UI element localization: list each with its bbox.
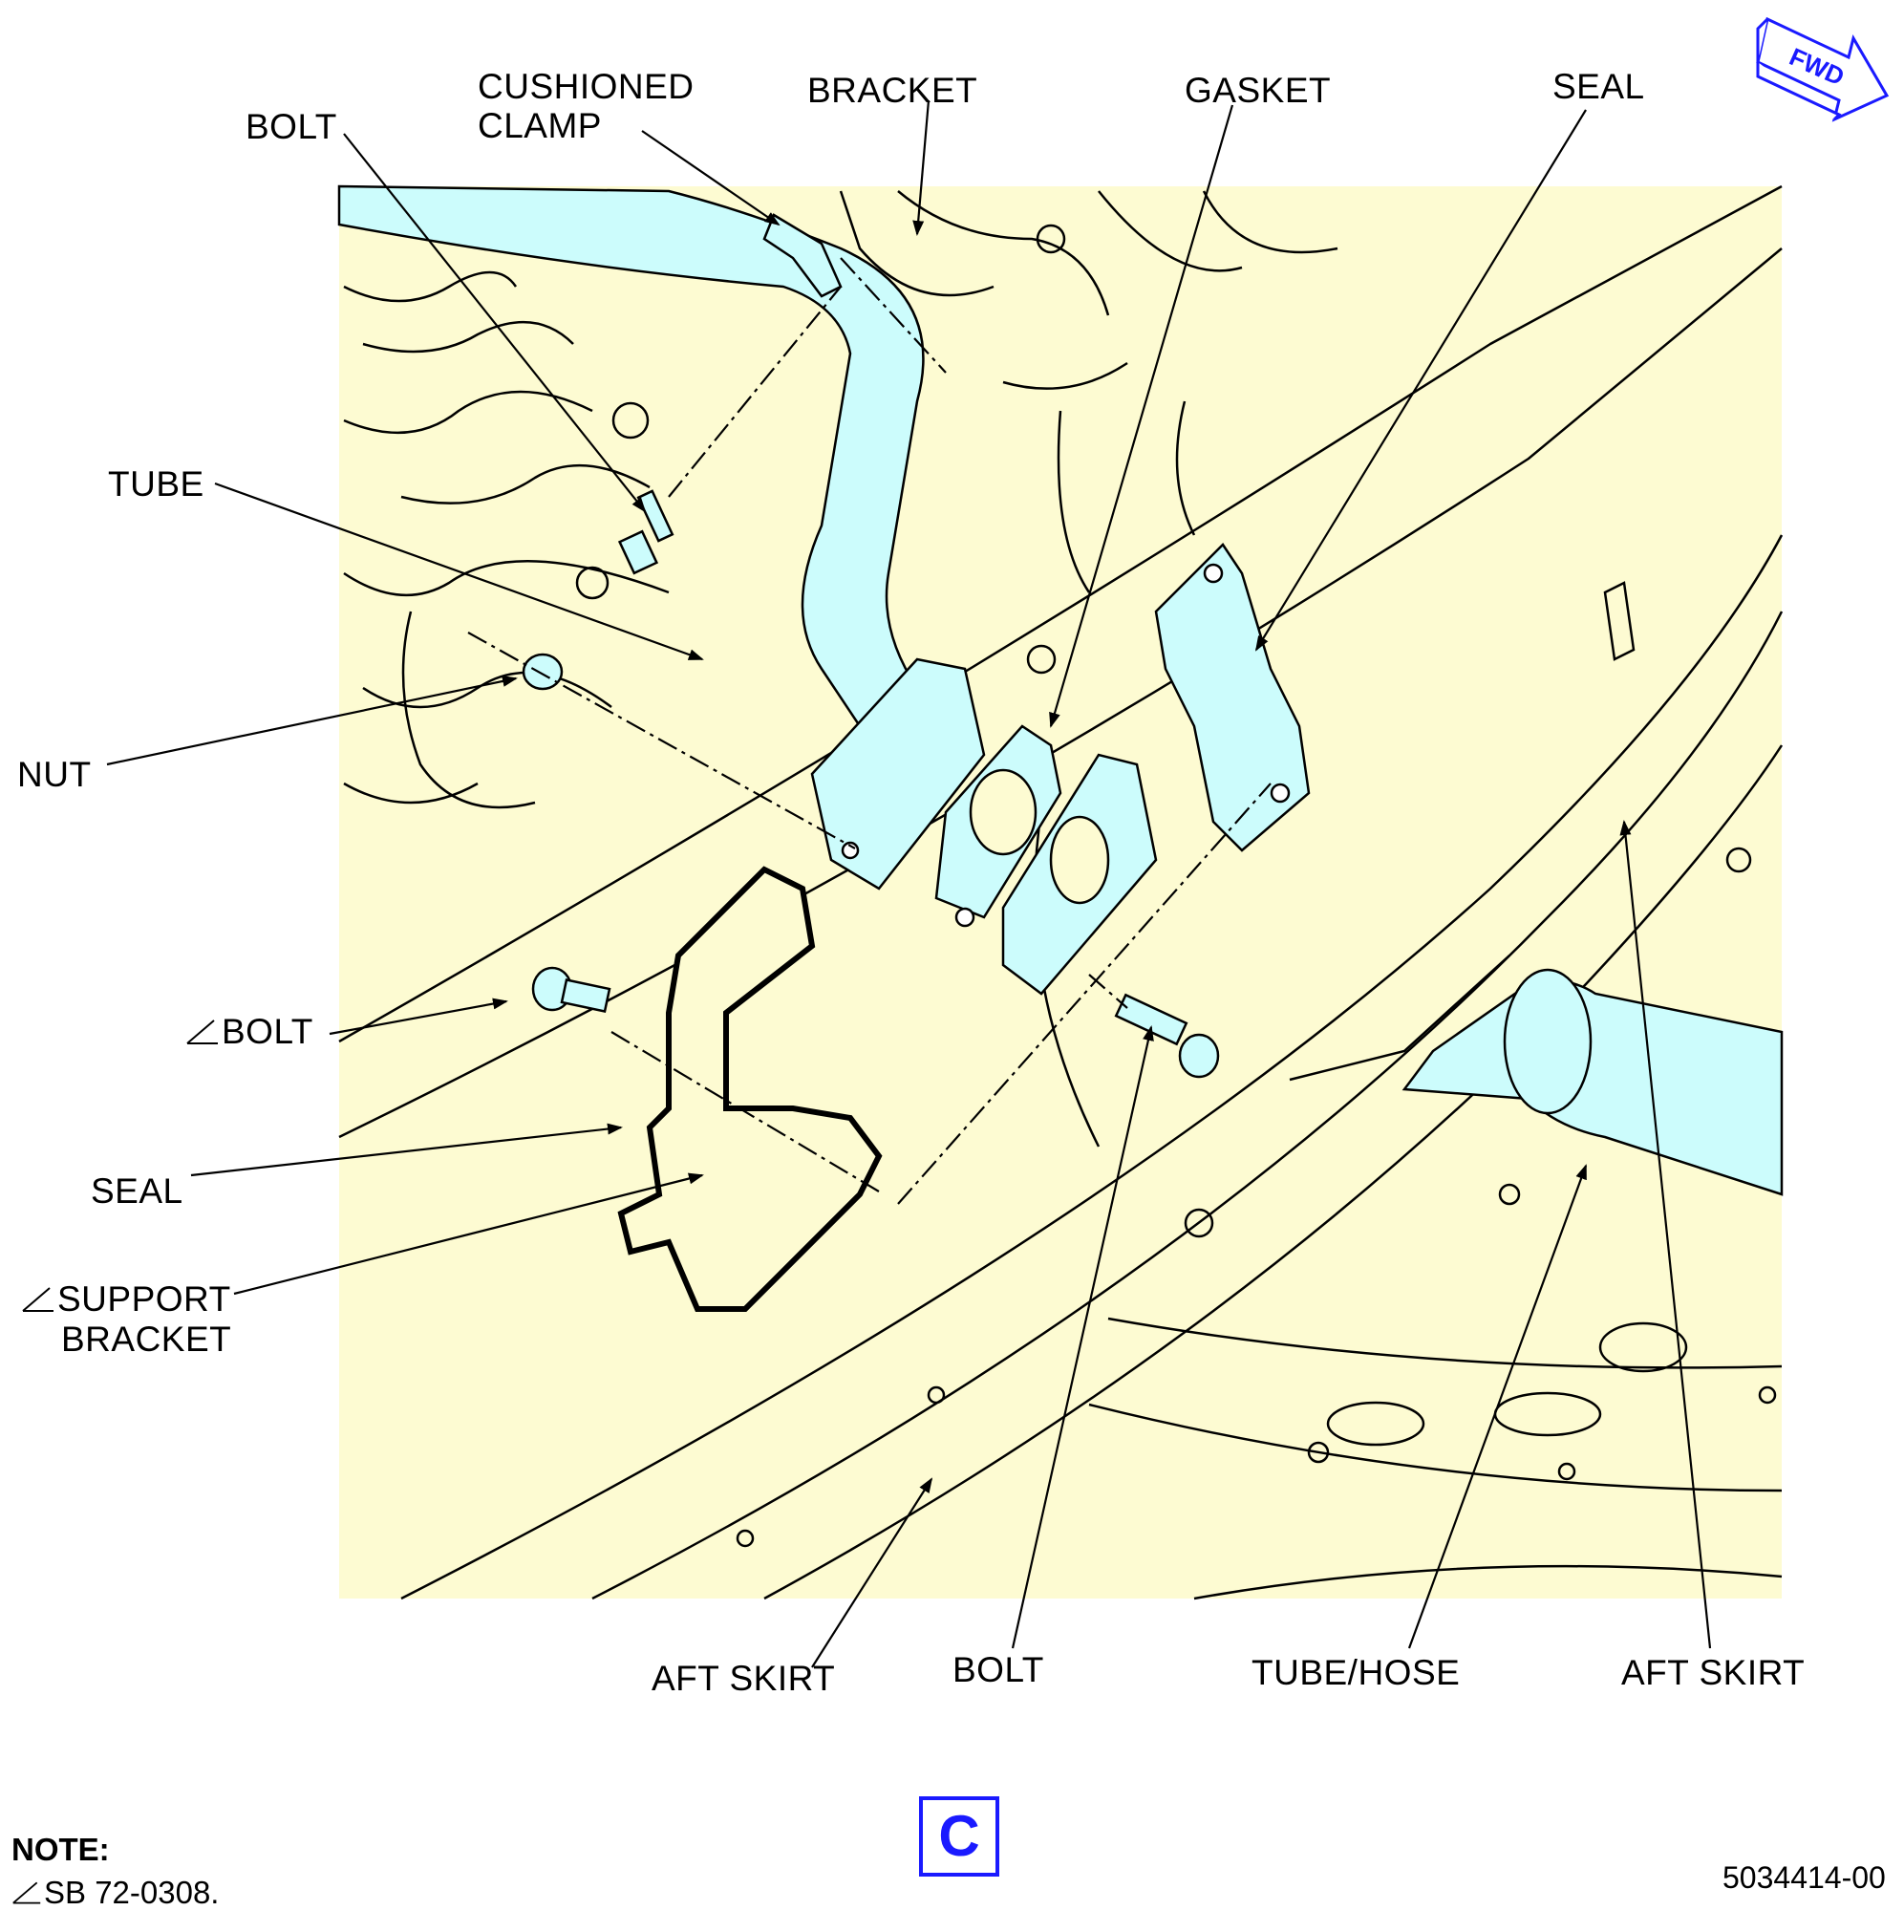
fwd-arrow-icon: FWD (1756, 16, 1890, 122)
label-aft-skirt-right: AFT SKIRT (1621, 1653, 1806, 1692)
view-identifier-box: C (919, 1796, 999, 1877)
hardware (522, 213, 1220, 1079)
label-tube-hose: TUBE/HOSE (1252, 1653, 1461, 1692)
label-seal-left: SEAL (91, 1171, 183, 1211)
flange-parts (810, 543, 1311, 996)
label-bolt-left: BOLT (185, 1012, 313, 1051)
label-support-bracket-line1: SUPPORT (21, 1279, 231, 1319)
label-support-bracket-line2: BRACKET (61, 1320, 232, 1359)
label-support-bracket-text1: SUPPORT (57, 1279, 231, 1319)
label-nut: NUT (17, 755, 92, 794)
label-bolt-left-text: BOLT (222, 1012, 313, 1051)
figure-number: 5034414-00 (1722, 1860, 1886, 1895)
leader-lines (106, 99, 1712, 1668)
note-title: NOTE: (11, 1832, 110, 1867)
label-seal-top: SEAL (1552, 67, 1645, 106)
tube-hose (1401, 968, 1784, 1196)
note-item-text: SB 72-0308. (44, 1875, 220, 1910)
delta-note-icon (22, 1287, 53, 1312)
alignment-lines (467, 257, 1272, 1205)
label-bolt-top: BOLT (246, 107, 337, 146)
note-item: SB 72-0308. (11, 1875, 219, 1911)
label-bolt-bottom: BOLT (952, 1650, 1044, 1689)
label-cushioned-clamp-line2: CLAMP (478, 106, 602, 145)
delta-note-icon (12, 1881, 41, 1904)
label-aft-skirt-left: AFT SKIRT (652, 1659, 836, 1698)
label-bracket: BRACKET (807, 71, 978, 110)
support-bracket (617, 866, 883, 1312)
label-cushioned-clamp-line1: CUSHIONED (478, 67, 695, 106)
label-gasket: GASKET (1185, 71, 1332, 110)
label-tube: TUBE (108, 464, 204, 504)
delta-note-icon (186, 1020, 218, 1044)
